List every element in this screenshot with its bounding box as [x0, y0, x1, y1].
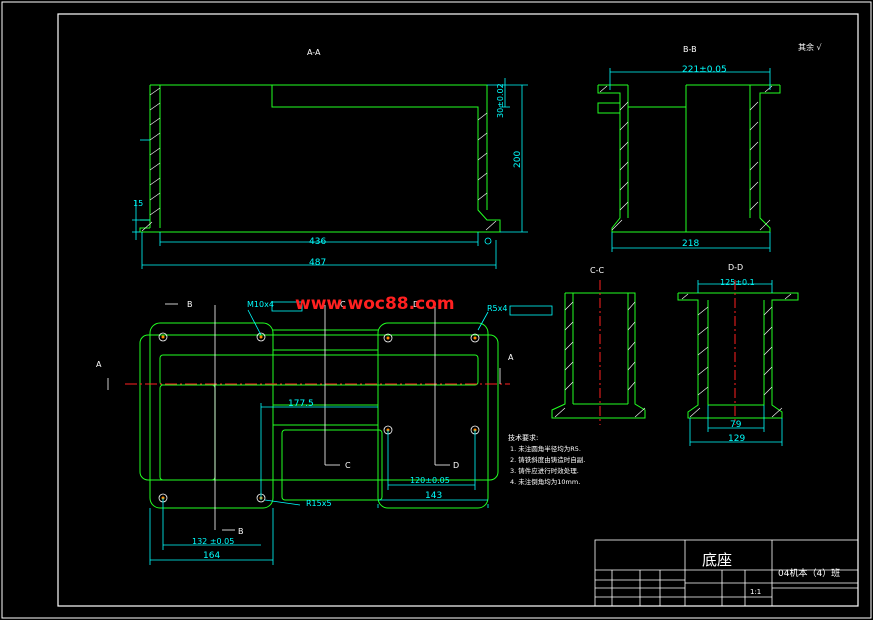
dim-plan-164: 164	[203, 551, 220, 561]
drawing-no: 04机本（4）班	[778, 567, 840, 579]
inner-frame	[57, 13, 859, 607]
tech-req-item: 4. 未注倒角均为10mm.	[510, 477, 580, 486]
dim-plan-r15: R15x5	[306, 499, 332, 508]
roughness-note: 其余 √	[798, 42, 823, 52]
section-label-aa: A-A	[307, 48, 321, 57]
tech-req-item: 3. 铸件应进行时效处理.	[510, 466, 579, 475]
hatching-dd	[681, 293, 792, 418]
section-view-dd	[677, 292, 799, 419]
dim-aa-inner: 436	[309, 237, 326, 247]
section-label-dd: D-D	[728, 263, 743, 272]
dim-aa-overall: 487	[309, 258, 326, 268]
cut-label-d-top: D	[413, 300, 419, 309]
section-cut-lines	[107, 303, 501, 531]
dim-aa-height: 200	[513, 151, 523, 168]
scale-value: 1:1	[750, 588, 761, 596]
dim-aa-base: 15	[133, 199, 143, 208]
cut-label-c-top: C	[340, 300, 346, 309]
section-view-aa	[139, 84, 501, 233]
dim-dd-bottom: 129	[728, 434, 745, 444]
dim-plan-1775: 177.5	[288, 399, 314, 409]
part-name: 底座	[702, 551, 732, 569]
watermark: www.woc88.com	[295, 294, 455, 314]
cut-label-c-bottom: C	[345, 461, 351, 470]
cut-label-a-right: A	[508, 353, 514, 362]
hatching-cc	[554, 301, 646, 418]
dim-plan-143: 143	[425, 491, 442, 501]
title-block	[594, 539, 859, 607]
tech-req-item: 1. 未注圆角半径均为R5.	[510, 444, 581, 453]
dim-plan-r5: R5x4	[487, 304, 507, 313]
cut-label-b-bottom: B	[238, 527, 244, 536]
dim-dd-top: 125±0.1	[720, 278, 755, 287]
dim-bb-top: 221±0.05	[682, 65, 727, 75]
tech-req-item: 2. 铸铁斜度由铸造时自副.	[510, 455, 585, 464]
section-label-cc: C-C	[590, 266, 604, 275]
cut-label-d-bottom: D	[453, 461, 459, 470]
plan-hole-centers	[161, 335, 477, 500]
plan-dimensions	[149, 301, 553, 565]
cut-label-b-top: B	[187, 300, 193, 309]
dim-aa-top: 30±0.02	[496, 83, 505, 118]
section-view-bb	[597, 84, 781, 233]
cut-label-a-left: A	[96, 360, 102, 369]
dim-plan-120: 120±0.05	[410, 476, 450, 485]
section-label-bb: B-B	[683, 45, 697, 54]
dimensions-bb	[609, 68, 771, 252]
hatching-bb	[599, 85, 773, 231]
dimensions-aa	[132, 78, 528, 269]
section-view-cc	[551, 292, 646, 419]
dim-plan-m10: M10x4	[247, 300, 274, 309]
dim-dd-inner: 79	[730, 420, 742, 430]
dim-bb-bottom: 218	[682, 239, 699, 249]
tech-req-title: 技术要求:	[508, 433, 538, 442]
hatching-aa	[141, 87, 497, 232]
dim-plan-132: 132 ±0.05	[192, 537, 234, 546]
